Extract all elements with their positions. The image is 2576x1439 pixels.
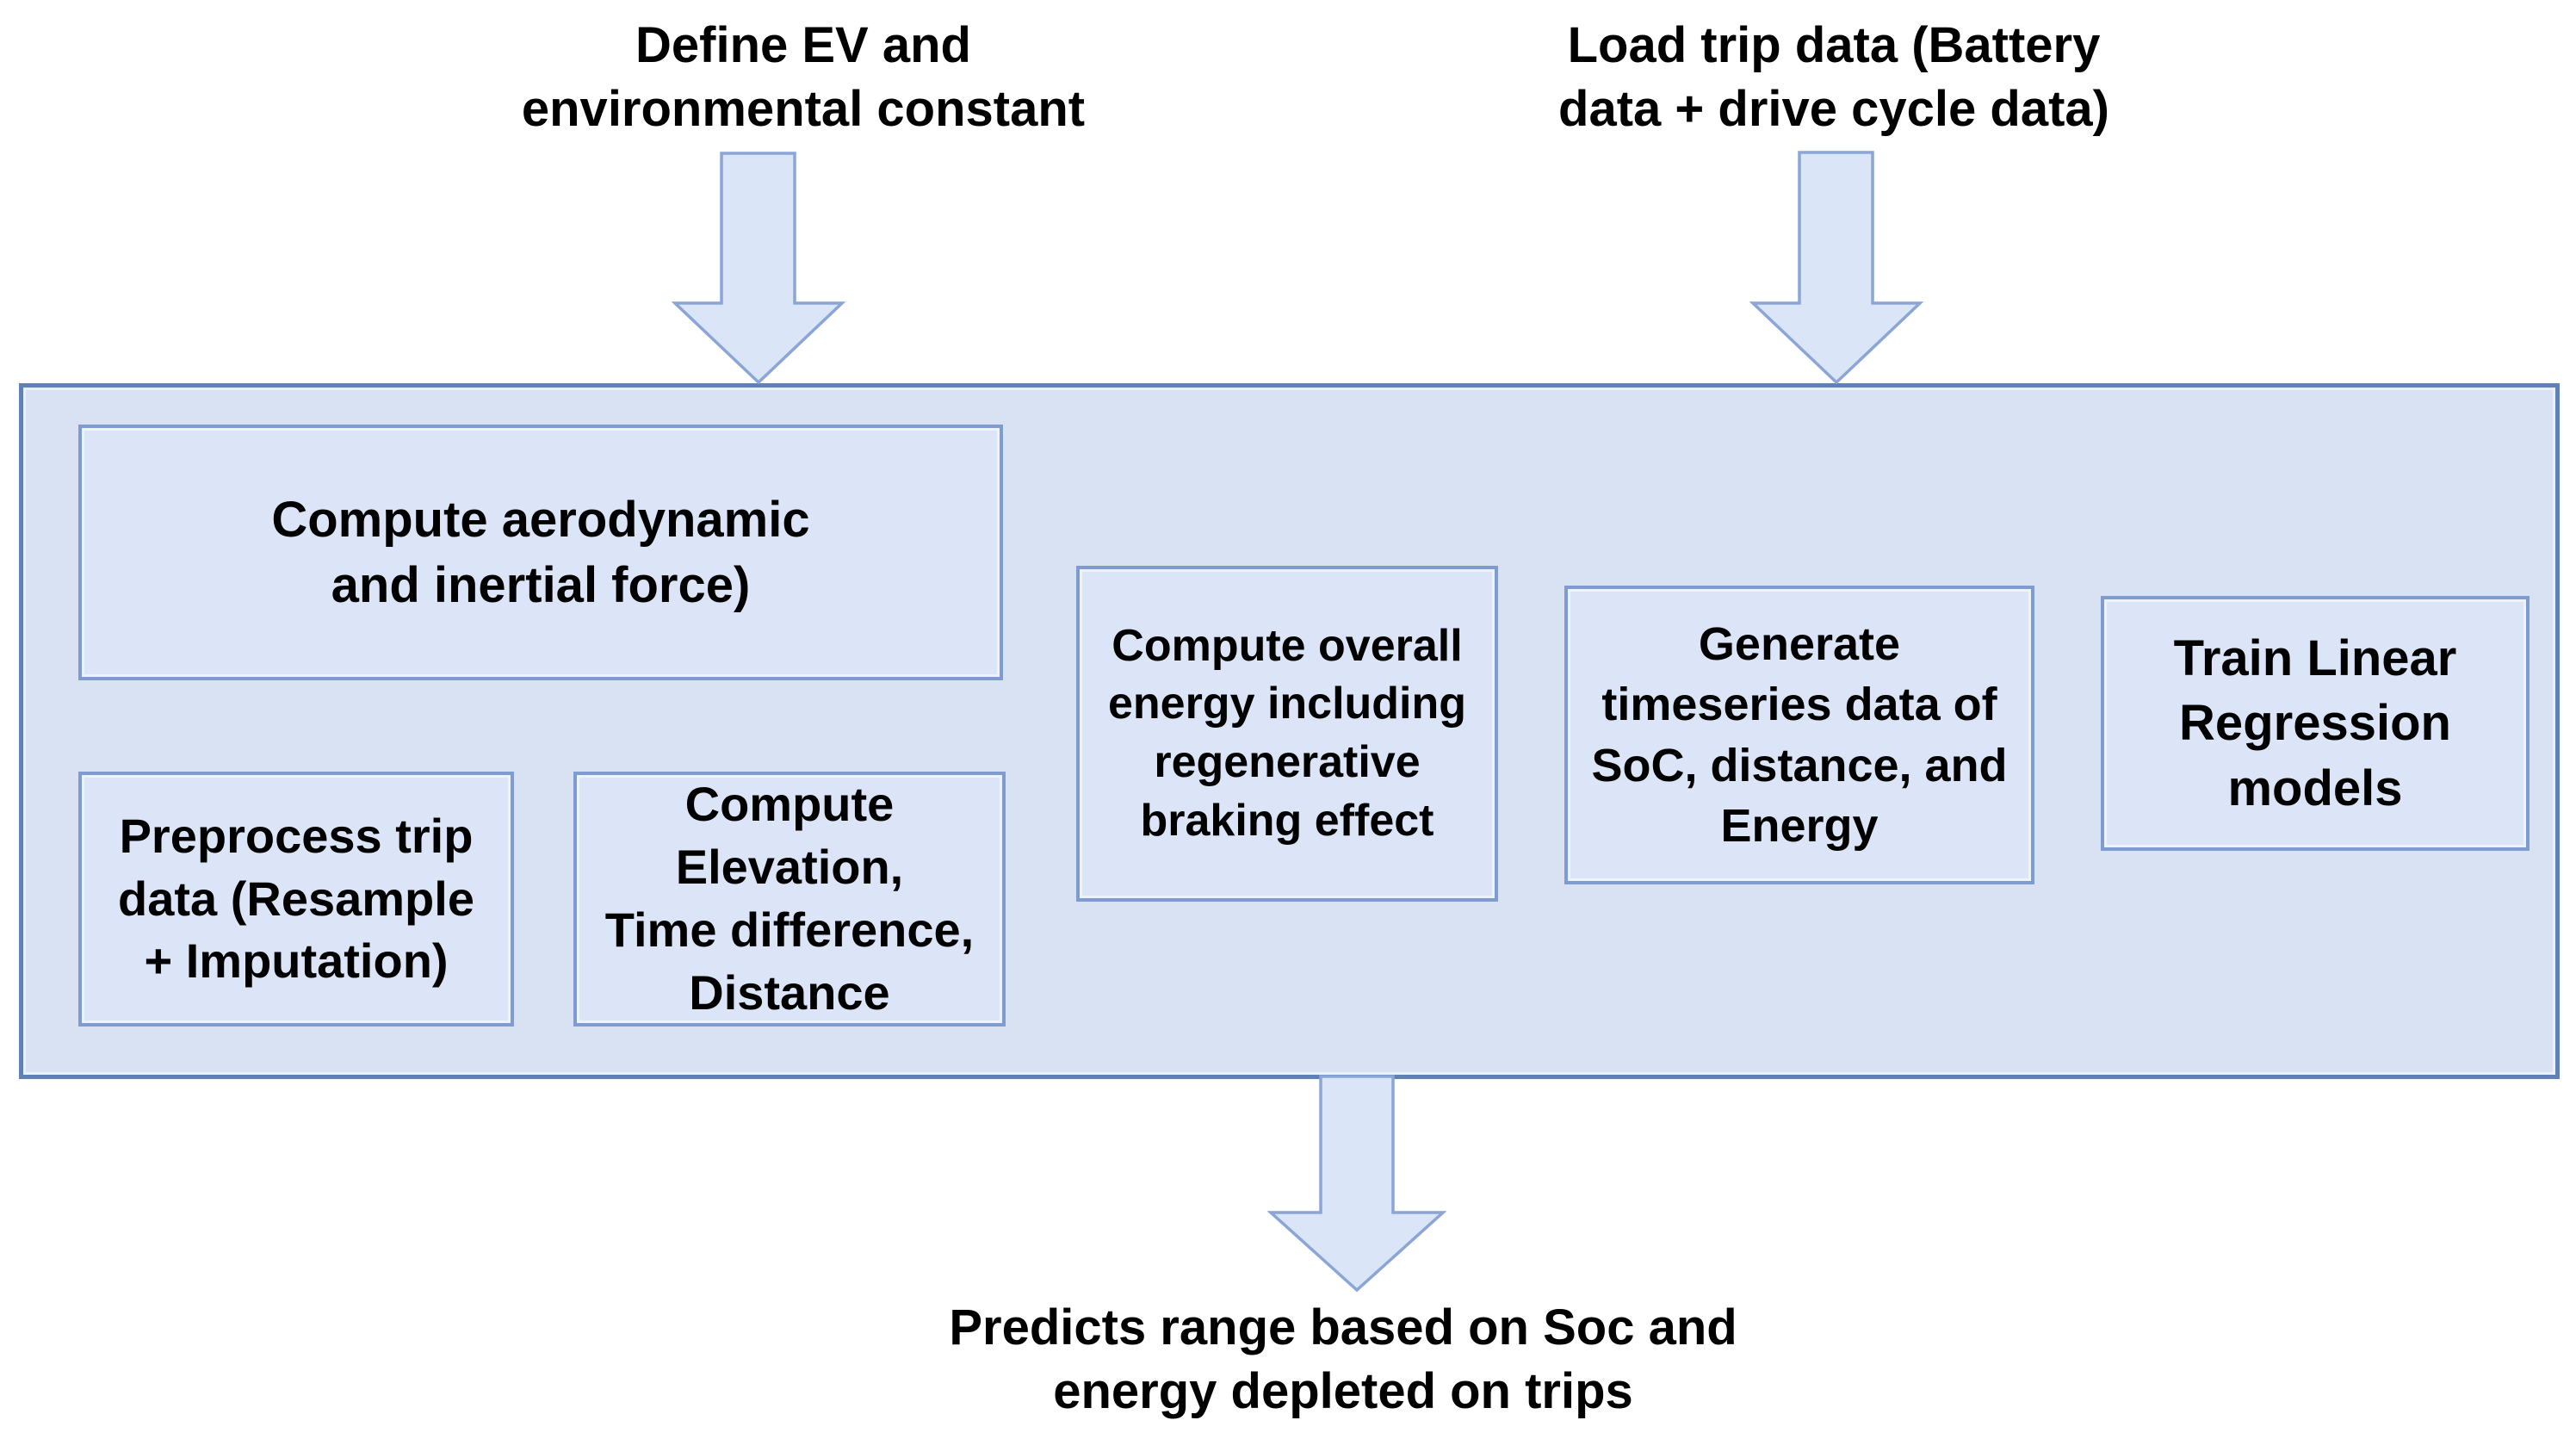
process-box-line: Elevation,	[675, 840, 904, 895]
input-label-load-trip-data-line-2: data + drive cycle data)	[1558, 81, 2109, 138]
process-box-train-linear-regression: Train Linear Regression models	[2101, 596, 2530, 851]
process-box-line: Compute aerodynamic	[271, 492, 810, 549]
process-box-line: Preprocess trip	[119, 808, 474, 863]
process-box-line: + Imputation)	[144, 933, 449, 989]
process-box-generate-timeseries: Generate timeseries data of SoC, distanc…	[1564, 586, 2034, 884]
process-box-text: Generate timeseries data of SoC, distanc…	[1591, 614, 2007, 856]
process-box-preprocess-trip-data: Preprocess trip data (Resample + Imputat…	[78, 772, 514, 1027]
process-box-line: SoC, distance, and	[1591, 739, 2008, 791]
process-box-line: Compute	[684, 777, 895, 832]
input-label-define-ev-line-2: environmental constant	[521, 81, 1086, 138]
process-box-line: Train Linear	[2173, 630, 2457, 686]
process-box-line: Compute overall	[1112, 620, 1463, 671]
input-label-load-trip-data: Load trip data (Battery data + drive cyc…	[1507, 14, 2161, 141]
process-box-line: Regression	[2179, 695, 2451, 752]
output-label-line-1: Predicts range based on Soc and	[949, 1299, 1737, 1355]
down-arrow-output	[1266, 1075, 1447, 1293]
process-box-text: Compute overall energy including regener…	[1108, 617, 1466, 850]
process-box-compute-elevation-time-distance: Compute Elevation, Time difference, Dist…	[573, 772, 1006, 1027]
process-box-compute-overall-energy: Compute overall energy including regener…	[1076, 566, 1498, 902]
process-box-text: Preprocess trip data (Resample + Imputat…	[118, 805, 474, 993]
process-box-line: energy including	[1107, 679, 1467, 729]
process-box-line: braking effect	[1140, 795, 1434, 846]
process-box-text: Compute aerodynamic and inertial force)	[271, 487, 809, 617]
input-label-define-ev: Define EV and environmental constant	[489, 14, 1118, 141]
process-box-compute-aerodynamic-inertial-force: Compute aerodynamic and inertial force)	[78, 425, 1003, 680]
output-label-predicts-range: Predicts range based on Soc and energy d…	[913, 1296, 1774, 1423]
process-box-line: regenerative	[1154, 737, 1421, 787]
output-label-line-2: energy depleted on trips	[1053, 1363, 1633, 1420]
process-box-line: models	[2227, 760, 2403, 816]
input-label-load-trip-data-line-1: Load trip data (Battery	[1567, 17, 2101, 73]
process-box-line: and inertial force)	[331, 556, 751, 613]
process-box-line: timeseries data of	[1601, 679, 1997, 731]
down-arrow-load-trip-data	[1749, 151, 1924, 385]
down-arrow-define-ev	[671, 152, 846, 385]
process-box-line: Time difference,	[604, 902, 975, 957]
input-label-define-ev-line-1: Define EV and	[635, 17, 971, 73]
process-box-line: data (Resample	[118, 871, 474, 926]
process-box-text: Train Linear Regression models	[2174, 626, 2457, 821]
process-box-text: Compute Elevation, Time difference, Dist…	[605, 773, 974, 1024]
process-box-line: Distance	[689, 965, 890, 1020]
process-box-line: Generate	[1698, 618, 1901, 671]
process-box-line: Energy	[1720, 799, 1879, 852]
